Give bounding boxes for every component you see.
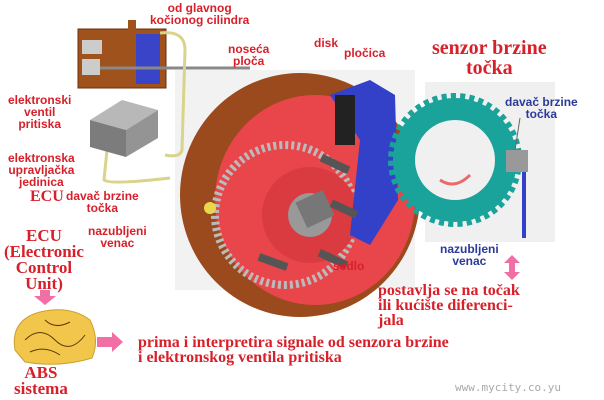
label-disk: disk — [314, 36, 339, 50]
label-toothed-ring: nazubljeni venac — [88, 224, 147, 250]
label-sensor-part: davač brzine točka — [505, 95, 578, 121]
label-pad: pločica — [344, 46, 386, 60]
sensor-illustration — [388, 82, 555, 242]
caliper-shape — [330, 80, 398, 245]
right-arrow — [97, 332, 123, 352]
label-mounting: postavlja se na točak ili kućište difere… — [378, 282, 520, 330]
label-valve: elektronski ventil pritiska — [8, 93, 72, 131]
label-abs: ABS sistema — [14, 363, 68, 399]
label-ecu-short: ECU — [30, 188, 64, 205]
arrows — [34, 255, 520, 352]
label-speed-sensor: davač brzine točka — [66, 189, 139, 215]
wire — [159, 31, 187, 158]
sensor-title: senzor brzine točka — [432, 37, 547, 79]
label-sensor-ring: nazubljeni venac — [440, 242, 499, 268]
watermark: www.mycity.co.yu — [455, 381, 561, 394]
down-arrow — [34, 290, 56, 305]
label-carrier-plate: noseća ploča — [228, 42, 270, 68]
double-arrow — [504, 255, 520, 280]
pressure-valve — [77, 20, 250, 89]
label-ecu-full: ECU (Electronic Control Unit) — [4, 226, 84, 294]
brake-assembly — [175, 70, 420, 317]
label-ecu-function: prima i interpretira signale od senzora … — [138, 334, 449, 367]
label-master-cylinder: od glavnog kočionog cilindra — [150, 1, 250, 27]
speed-sensor-shape — [204, 202, 216, 214]
control-unit-box — [90, 100, 158, 157]
pad-shape — [335, 95, 355, 145]
label-control-unit: elektronska upravljačka jedinica — [8, 151, 75, 189]
brain-icon — [13, 309, 96, 365]
label-caliper: sedlo — [333, 259, 365, 273]
